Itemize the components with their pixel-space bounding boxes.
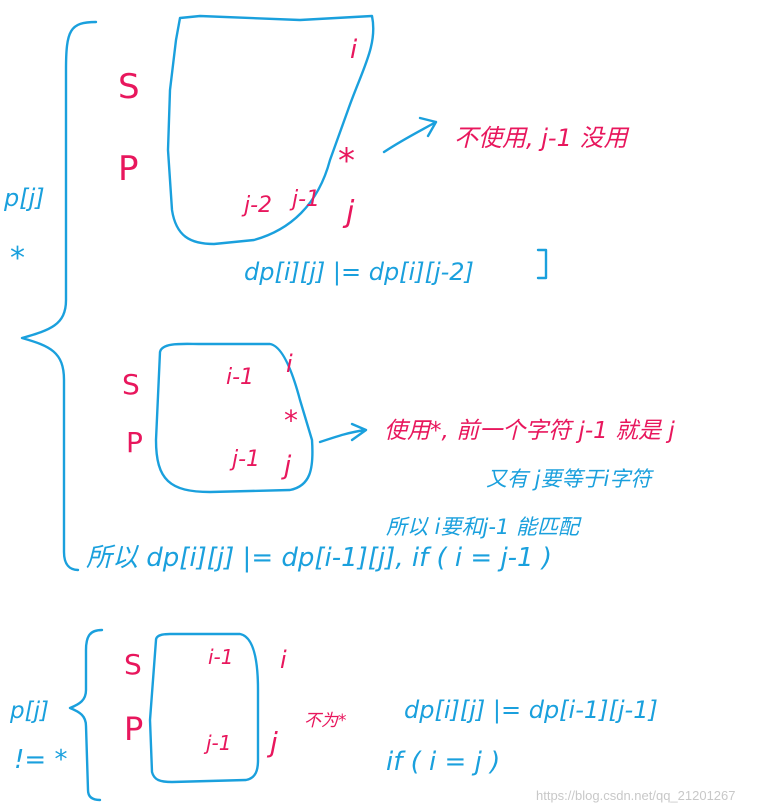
large-curly-brace: [20, 20, 98, 572]
case1-brace-star: *: [10, 241, 25, 276]
small-curly-brace: [68, 628, 104, 802]
case3-label-j: j: [266, 726, 278, 759]
case1-formula-bracket: [536, 248, 548, 280]
case2-label-i: i: [286, 350, 293, 378]
case3-label-j-1: j-1: [203, 731, 232, 755]
case2-note-line3: 所以 i要和j-1 能匹配: [386, 515, 582, 539]
case3-label-p: P: [124, 710, 143, 748]
case2-label-j-1: j-1: [229, 447, 260, 472]
case3-condition: if ( i = j ): [386, 747, 500, 777]
case1-label-j-2: j-2: [241, 193, 272, 218]
case1-brace-label: p[j]: [3, 184, 45, 212]
case1-star: *: [338, 141, 355, 181]
case1-label-j-1: j-1: [289, 187, 320, 212]
case2-label-s: S: [122, 368, 140, 401]
case3-label-s: S: [124, 648, 142, 681]
case1-arrow: [382, 116, 438, 154]
case3-brace-label-not-star: != *: [14, 745, 67, 775]
case2-formula: 所以 dp[i][j] |= dp[i-1][j], if ( i = j-1 …: [86, 543, 552, 573]
case1-label-p: P: [118, 149, 139, 189]
watermark-text: https://blog.csdn.net/qq_21201267: [536, 788, 736, 803]
case1-label-i: i: [350, 35, 358, 65]
case3-sequence-outline: [148, 632, 260, 784]
case1-formula: dp[i][j] |= dp[i][j-2]: [244, 258, 474, 286]
case3-label-i: i: [280, 646, 287, 674]
case1-label-s: S: [118, 67, 140, 107]
case2-note-line2: 又有 j要等于i字符: [486, 467, 654, 491]
case1-label-j: j: [342, 195, 355, 230]
case2-label-j: j: [281, 451, 292, 481]
case1-note: 不使用, j-1 没用: [454, 124, 629, 152]
case2-label-p: P: [126, 426, 143, 459]
case3-label-i-1: i-1: [208, 645, 234, 669]
case2-sequence-outline: [154, 342, 314, 494]
case2-arrow: [318, 422, 368, 444]
case2-label-i-1: i-1: [226, 365, 254, 390]
case2-star: *: [284, 404, 298, 437]
case2-note-line1: 使用*, 前一个字符 j-1 就是 j: [384, 418, 675, 444]
case1-sequence-outline: [166, 14, 375, 246]
case3-note: 不为*: [304, 711, 347, 731]
case3-brace-label: p[j]: [9, 698, 49, 724]
case3-formula: dp[i][j] |= dp[i-1][j-1]: [404, 696, 658, 724]
